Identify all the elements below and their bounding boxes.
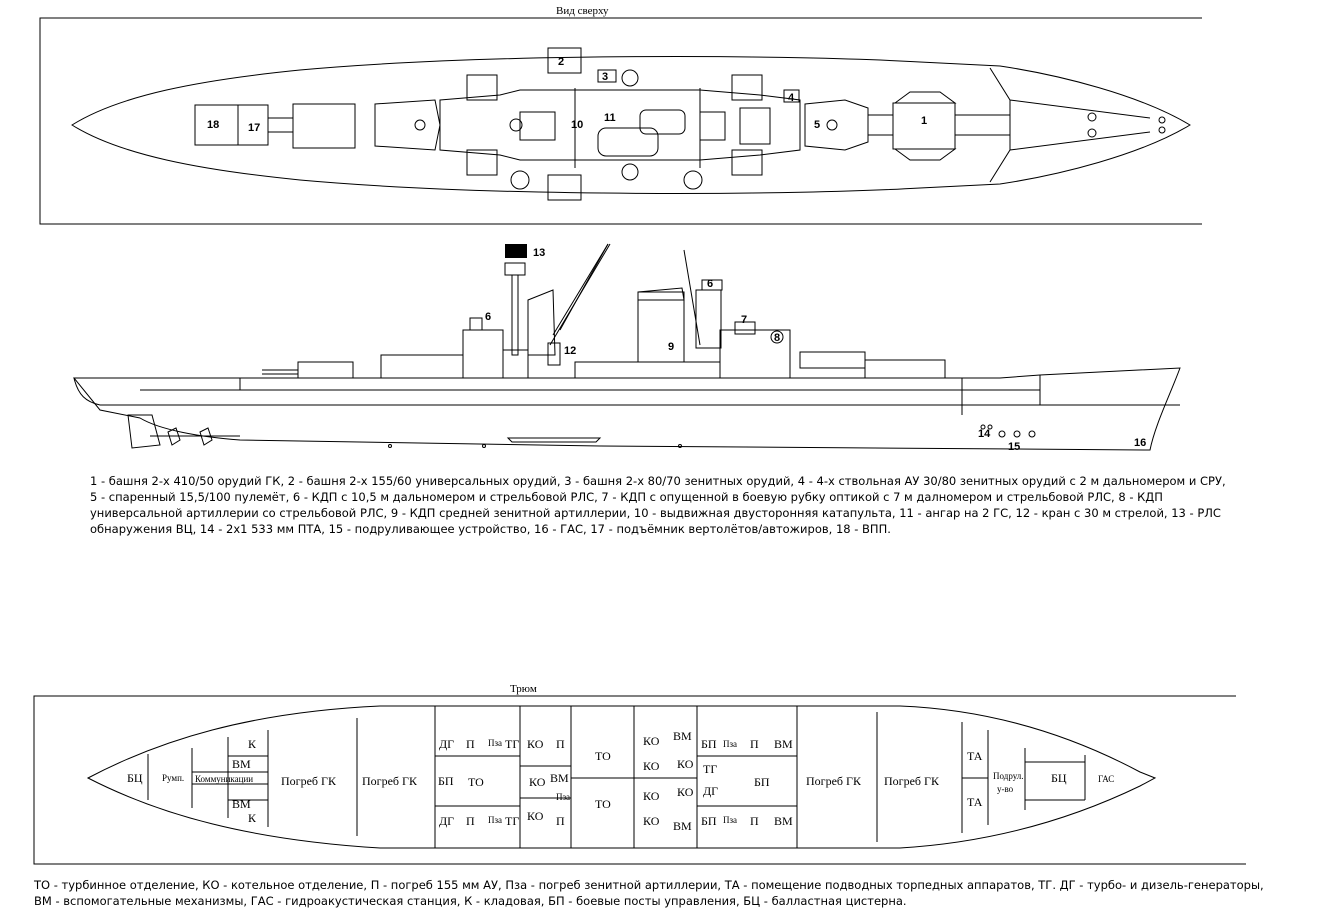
hold-cell: Пза bbox=[723, 815, 737, 825]
hold-view-panel bbox=[33, 695, 1246, 865]
side-view-panel bbox=[72, 243, 1181, 451]
hold-cell: ДГ bbox=[439, 814, 454, 828]
top-label: 5 bbox=[814, 119, 820, 131]
hold-title: Трюм bbox=[510, 683, 537, 695]
hold-cell: ГАС bbox=[1098, 774, 1114, 784]
hold-cell: ДГ bbox=[439, 737, 454, 751]
hold-cell: ВМ bbox=[232, 797, 251, 811]
hold-cell: Погреб ГК bbox=[362, 774, 418, 788]
hold-cell: ВМ bbox=[550, 771, 569, 785]
hold-cell: Подрул. bbox=[993, 771, 1024, 781]
hold-cell: БП bbox=[438, 774, 454, 788]
hold-cell: П bbox=[556, 814, 565, 828]
hold-cell: КО bbox=[643, 734, 660, 748]
hold-cell: КО bbox=[677, 757, 694, 771]
hold-cell: Пза bbox=[556, 792, 570, 802]
hold-cell: П bbox=[750, 737, 759, 751]
hold-cell: ВМ bbox=[232, 757, 251, 771]
top-label: 2 bbox=[558, 56, 564, 68]
legend-top: 1 - башня 2-х 410/50 орудий ГК, 2 - башн… bbox=[90, 474, 1226, 536]
hold-cell: ВМ bbox=[673, 819, 692, 833]
top-label: 1 bbox=[921, 115, 927, 127]
hold-cell: ТО bbox=[468, 775, 484, 789]
hold-cell: Погреб ГК bbox=[281, 774, 337, 788]
hold-cell: ТО bbox=[595, 797, 611, 811]
hold-cell: БП bbox=[701, 814, 717, 828]
hold-cell: ТА bbox=[967, 795, 983, 809]
hold-cell: ТГ bbox=[505, 814, 519, 828]
side-label: 7 bbox=[741, 314, 747, 326]
hold-cell: П bbox=[556, 737, 565, 751]
hold-view-hull bbox=[86, 705, 1157, 849]
hold-cell: ТГ bbox=[505, 737, 519, 751]
side-label: 13 bbox=[533, 247, 545, 259]
side-label: 6 bbox=[485, 311, 491, 323]
hold-cell: Погреб ГК bbox=[806, 774, 862, 788]
hold-cell: у-во bbox=[997, 784, 1014, 794]
hold-cell: КО bbox=[529, 775, 546, 789]
hold-cell: КО bbox=[677, 785, 694, 799]
hold-cell: ВМ bbox=[673, 729, 692, 743]
side-label: 6 bbox=[707, 278, 713, 290]
top-label: 3 bbox=[602, 71, 608, 83]
hold-cell: К bbox=[248, 737, 257, 751]
hold-cell: КО bbox=[643, 789, 660, 803]
hold-cell: КО bbox=[643, 759, 660, 773]
hold-cell: ТГ bbox=[703, 762, 717, 776]
hold-cell: Пза bbox=[723, 739, 737, 749]
legend-bottom: ТО - турбинное отделение, КО - котельное… bbox=[34, 878, 1264, 908]
side-label: 9 bbox=[668, 341, 674, 353]
hold-cell-labels: БЦ Румп. Коммуникации К ВМ ВМ К Погреб Г… bbox=[127, 729, 1114, 833]
top-label: 18 bbox=[207, 119, 219, 131]
top-label: 11 bbox=[604, 112, 616, 124]
hold-cell: КО bbox=[643, 814, 660, 828]
top-view-title: Вид сверху bbox=[556, 5, 609, 17]
hold-cell: КО bbox=[527, 737, 544, 751]
hold-cell: ВМ bbox=[774, 737, 793, 751]
hold-cell: БП bbox=[701, 737, 717, 751]
hold-cell: Погреб ГК bbox=[884, 774, 940, 788]
hold-cell: П bbox=[750, 814, 759, 828]
hold-cell: БП bbox=[754, 775, 770, 789]
side-label: 16 bbox=[1134, 437, 1146, 449]
hold-cell: БЦ bbox=[127, 771, 143, 785]
hold-cell: Румп. bbox=[162, 773, 184, 783]
hold-cell: П bbox=[466, 814, 475, 828]
top-view-panel bbox=[39, 17, 1202, 225]
hold-cell: Коммуникации bbox=[195, 774, 253, 784]
side-label: 14 bbox=[978, 428, 991, 440]
top-label: 10 bbox=[571, 119, 583, 131]
hold-cell: ТО bbox=[595, 749, 611, 763]
hold-cell: КО bbox=[527, 809, 544, 823]
top-view-hull bbox=[71, 56, 1191, 194]
side-label: 15 bbox=[1008, 441, 1020, 453]
hold-cell: К bbox=[248, 811, 257, 825]
hold-cell: Пза bbox=[488, 815, 502, 825]
hold-cell: ДГ bbox=[703, 784, 718, 798]
top-view-labels: 18 17 2 3 4 10 11 5 1 bbox=[207, 56, 927, 134]
side-label: 12 bbox=[564, 345, 576, 357]
top-label: 17 bbox=[248, 122, 260, 134]
hold-cell: ТА bbox=[967, 749, 983, 763]
hold-cell: ВМ bbox=[774, 814, 793, 828]
hold-cell: П bbox=[466, 737, 475, 751]
top-label: 4 bbox=[788, 92, 795, 104]
hold-cell: Пза bbox=[488, 738, 502, 748]
side-label: 8 bbox=[774, 332, 780, 344]
hold-cell: БЦ bbox=[1051, 771, 1067, 785]
side-view-labels: 13 6 6 7 8 12 9 14 15 16 bbox=[485, 247, 1146, 453]
